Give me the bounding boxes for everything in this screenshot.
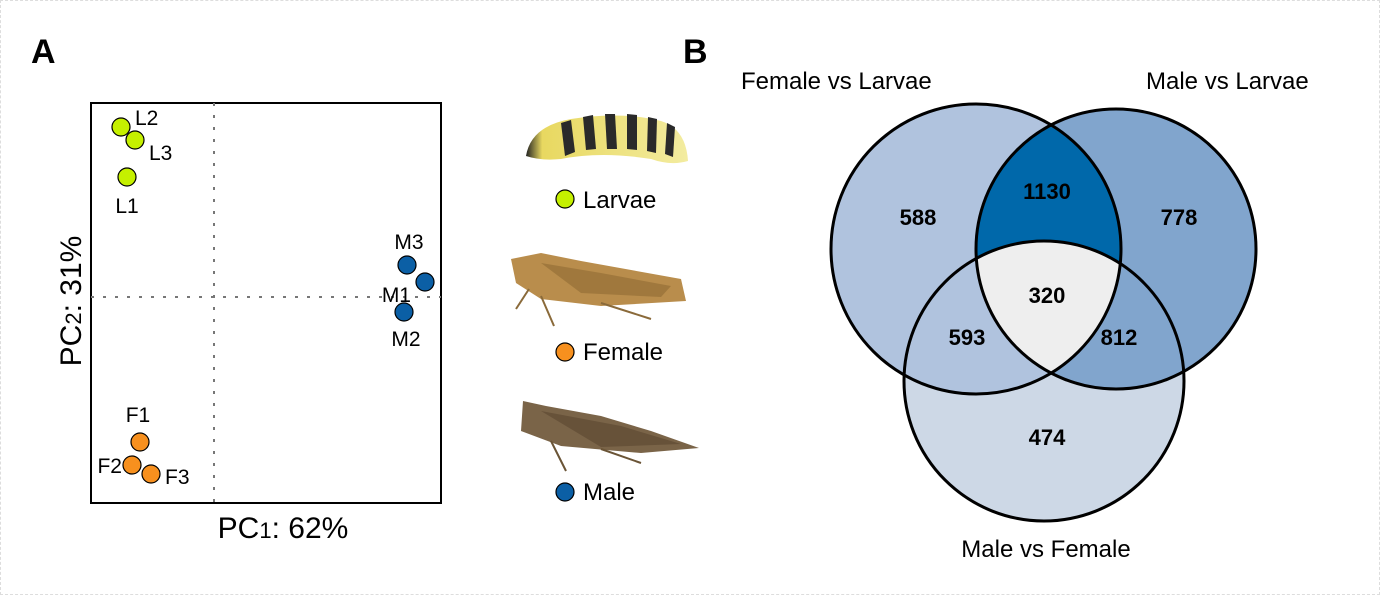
panel-label-a: A: [31, 33, 56, 71]
data-label-f3: F3: [165, 466, 190, 489]
data-point-m1: [415, 272, 435, 292]
larva-image: [526, 114, 688, 164]
data-point-l3: [125, 130, 145, 150]
count-male-female-only: 474: [1029, 425, 1066, 450]
data-point-f2: [122, 455, 142, 475]
data-label-l3: L3: [149, 142, 172, 165]
set-label-male-vs-female: Male vs Female: [961, 536, 1130, 563]
legend-label-male: Male: [583, 479, 635, 506]
legend-marker-male: [555, 482, 575, 502]
plot-frame: [90, 102, 442, 504]
legend-marker-female: [555, 342, 575, 362]
legend-label-female: Female: [583, 339, 663, 366]
data-label-l1: L1: [115, 195, 138, 218]
data-label-m1: M1: [382, 284, 411, 307]
panel-label-b: B: [683, 33, 708, 71]
count-ml-mf: 812: [1101, 325, 1138, 350]
data-label-f1: F1: [126, 404, 151, 427]
count-female-larvae-only: 588: [900, 205, 937, 230]
count-fl-mf: 593: [949, 325, 986, 350]
data-label-l2: L2: [135, 107, 158, 130]
x-axis-label: PC1: 62%: [218, 512, 349, 545]
data-point-f3: [141, 464, 161, 484]
y-axis-label: PC2: 31%: [55, 236, 88, 367]
data-label-m3: M3: [394, 231, 423, 254]
legend-label-larvae: Larvae: [583, 187, 656, 214]
female-moth-image: [511, 253, 686, 327]
data-point-m3: [397, 255, 417, 275]
count-fl-ml: 1130: [1023, 179, 1071, 204]
venn-diagram: 588 1130 778 320 593 812 474 Female vs L…: [741, 68, 1309, 563]
legend-marker-larvae: [555, 189, 575, 209]
data-point-l1: [117, 167, 137, 187]
data-point-m2: [394, 302, 414, 322]
count-male-larvae-only: 778: [1161, 205, 1198, 230]
data-label-m2: M2: [391, 328, 420, 351]
male-moth-image: [521, 401, 699, 472]
set-label-male-vs-larvae: Male vs Larvae: [1146, 68, 1309, 95]
venn-region-all: [976, 241, 1121, 389]
legend: Larvae Female Male: [511, 114, 699, 506]
count-all-three: 320: [1029, 283, 1066, 308]
set-label-female-vs-larvae: Female vs Larvae: [741, 68, 932, 95]
data-label-f2: F2: [97, 455, 122, 478]
data-point-f1: [130, 432, 150, 452]
data-point-l2: [111, 117, 131, 137]
